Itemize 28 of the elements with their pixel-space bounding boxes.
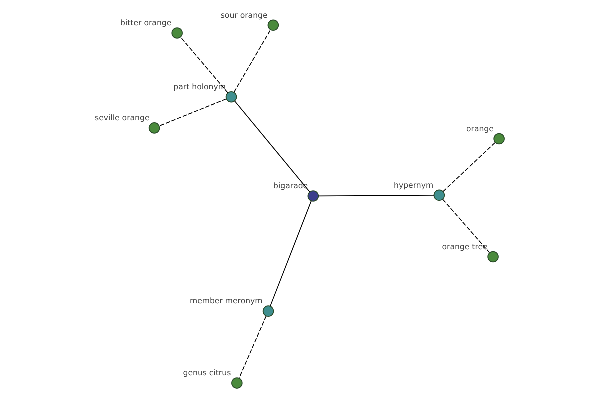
node-label: member meronym [190, 296, 263, 306]
connector [159, 98, 227, 127]
node-label: seville orange [95, 114, 150, 123]
node-circle [262, 306, 274, 317]
node-label: hypernym [394, 180, 434, 190]
connector [318, 195, 435, 197]
connector [180, 37, 228, 94]
node-label: part holonym [174, 82, 226, 92]
node-label: sour orange [220, 10, 268, 20]
node-label: bitter orange [120, 18, 172, 28]
node-label: orange [466, 124, 494, 134]
node-label: orange tree [442, 242, 488, 252]
node-circle [172, 28, 183, 39]
node-circle [268, 20, 280, 32]
connector [270, 200, 312, 307]
node-circle [232, 378, 243, 389]
node-circle [226, 91, 238, 103]
node-circle [148, 122, 160, 134]
node-circle [434, 190, 446, 202]
node-label: genus citrus [183, 368, 232, 378]
connector [234, 30, 272, 93]
node-circle [494, 133, 505, 145]
node-circle [488, 251, 499, 263]
node-circle [308, 190, 320, 202]
connector [234, 100, 310, 192]
connector [238, 316, 267, 379]
connector [442, 199, 490, 254]
connector [442, 142, 496, 192]
